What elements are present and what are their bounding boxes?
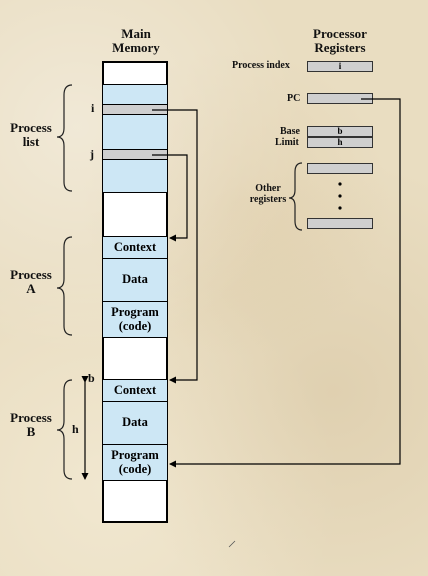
processor-registers-title: Processor Registers (298, 27, 382, 54)
other-registers-label-line1: Other (255, 183, 281, 194)
process-a-program-line1: Program (111, 304, 159, 319)
process-a-data: Data (102, 258, 168, 302)
pointer-j-arrow (152, 154, 188, 242)
process-index-register: i (307, 61, 373, 72)
process-b-label-line2: B (26, 423, 36, 439)
process-list-label-line2: list (22, 133, 40, 149)
other-registers-label-line2: registers (249, 193, 287, 205)
base-label: Base (280, 126, 300, 137)
main-memory-title-line1: Main (121, 26, 151, 41)
pc-arrow (169, 98, 401, 468)
base-register: b (307, 126, 373, 137)
process-b-program: Program (code) (102, 444, 168, 481)
process-b-label-line1: Process (10, 410, 52, 425)
process-a-context-label: Context (113, 239, 157, 254)
other-register-bottom (307, 218, 373, 229)
process-b-brace (56, 379, 73, 480)
process-index-label: Process index (232, 60, 290, 71)
ellipsis-dot-3 (338, 206, 342, 210)
process-list-brace (56, 84, 73, 192)
process-a-label-line2: A (26, 280, 36, 296)
limit-register: h (307, 137, 373, 148)
process-b-data: Data (102, 401, 168, 445)
pc-label: PC (287, 93, 301, 104)
base-marker-b: b (88, 371, 95, 385)
process-b-context: Context (102, 379, 168, 402)
other-register-top (307, 163, 373, 174)
process-a-program: Program (code) (102, 301, 168, 338)
other-registers-label: Other registers (243, 183, 293, 205)
pointer-label-j: j (90, 147, 94, 161)
other-registers-brace (288, 162, 303, 231)
height-marker-h: h (72, 422, 79, 436)
process-list-label: Process list (5, 121, 57, 148)
process-b-context-label: Context (113, 382, 157, 397)
process-a-brace (56, 236, 73, 336)
ellipsis-dot-1 (338, 182, 342, 186)
main-memory-title-line2: Memory (112, 39, 160, 55)
main-memory-title: Main Memory (104, 27, 168, 54)
processor-registers-title-line2: Registers (314, 39, 366, 55)
pointer-i-arrow (152, 109, 198, 384)
process-a-label: Process A (5, 268, 57, 295)
process-b-program-line1: Program (111, 447, 159, 462)
base-register-value: b (337, 126, 343, 136)
limit-label: Limit (275, 137, 299, 148)
process-index-value: i (338, 61, 342, 71)
process-a-context: Context (102, 236, 168, 259)
process-a-data-label: Data (122, 272, 148, 287)
process-list-block (102, 84, 168, 193)
pointer-label-i: i (91, 101, 95, 115)
ellipsis-dot-2 (338, 194, 342, 198)
process-a-program-line2: (code) (118, 318, 152, 333)
process-list-label-line1: Process (10, 120, 52, 135)
process-b-data-label: Data (122, 415, 148, 430)
processor-registers-title-line1: Processor (313, 26, 367, 41)
process-a-label-line1: Process (10, 267, 52, 282)
limit-register-value: h (337, 137, 343, 147)
process-b-label: Process B (5, 411, 57, 438)
process-b-program-line2: (code) (118, 461, 152, 476)
stray-mark (228, 540, 236, 548)
